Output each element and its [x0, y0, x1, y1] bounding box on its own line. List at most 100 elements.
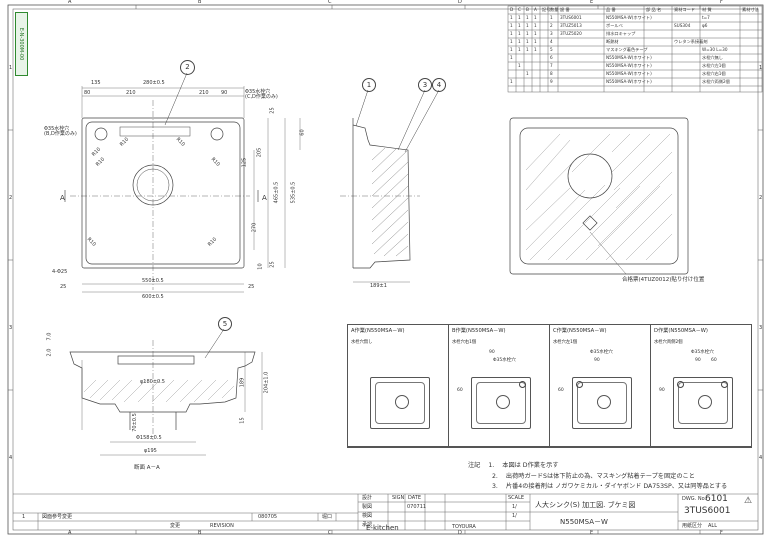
- border-letter: C: [328, 0, 332, 5]
- parts-table-cell: 水栓穴無し: [702, 55, 723, 60]
- dim-label: φ195: [144, 448, 157, 454]
- parts-table-cell: 3TUZ5013: [560, 23, 582, 28]
- dim-label: 70±0.5: [131, 413, 138, 432]
- balloon-3: 3: [418, 78, 432, 92]
- variant-dim: 90: [695, 358, 701, 363]
- border-letter: E: [590, 530, 594, 536]
- dim-label: φ180±0.5: [140, 379, 165, 385]
- variant-subtitle: 水栓穴左1個: [553, 340, 578, 345]
- parts-table-cell: W=30 L=30: [702, 47, 728, 52]
- parts-table-cell: 1: [510, 39, 513, 44]
- variant-dim: 90: [594, 358, 600, 363]
- dim-label: 60: [299, 129, 306, 136]
- title-block-grid: [13, 493, 758, 530]
- parts-table-cell: 1: [518, 63, 521, 68]
- parts-table-cell: 1: [534, 15, 537, 20]
- dim-label: 270: [251, 222, 258, 233]
- dwg-number-b: 3TUS6001: [684, 506, 731, 516]
- parts-table-cell: 2: [550, 23, 553, 28]
- variant-dim: 60: [457, 388, 463, 393]
- balloon-2: 2: [180, 60, 195, 75]
- parts-table-header: 設 番: [560, 7, 570, 12]
- dim-label: 210: [126, 90, 136, 96]
- parts-table-cell: 1: [526, 23, 529, 28]
- border-letter: C: [328, 530, 332, 536]
- parts-table-cell: 3TUZ5020: [560, 31, 582, 36]
- faucet-hole-icon: [677, 381, 684, 388]
- dim-label: 25: [60, 284, 67, 290]
- balloon-5: 5: [218, 317, 232, 331]
- section-arrows: [64, 190, 259, 202]
- revision-sign: 堀口: [322, 514, 333, 520]
- parts-table-grid: [507, 5, 763, 93]
- section-dims: [81, 352, 263, 456]
- variant-dim: Φ35水栓穴: [493, 358, 516, 363]
- border-number: 2: [9, 195, 13, 201]
- variant-subtitle: 水栓穴右1個: [452, 340, 477, 345]
- parts-table-cell: 1: [510, 23, 513, 28]
- dim-label: 135: [91, 80, 101, 86]
- dim-label: Φ158±0.5: [136, 435, 162, 441]
- section-hatch: [83, 379, 235, 403]
- variant-sink: [673, 377, 733, 429]
- variant-title: C作業(N550MSA－W): [553, 328, 607, 334]
- variant-subtitle: 水栓穴両側2個: [654, 340, 683, 345]
- variant-sink: [471, 377, 531, 429]
- plan-view: [70, 100, 250, 290]
- dim-label: 210: [199, 90, 209, 96]
- dim-label: 25: [248, 284, 255, 290]
- side-view: [340, 118, 420, 269]
- parts-table-cell: 水栓穴左1個: [702, 63, 726, 68]
- border-number: 1: [9, 65, 13, 71]
- parts-table-cell: 1: [510, 15, 513, 20]
- parts-table-cell: ウレタン系接着剤: [674, 39, 708, 44]
- parts-table-header: 部 品 名: [646, 7, 662, 12]
- parts-table-header: C: [518, 7, 521, 12]
- parts-table-header: 品 番: [606, 7, 616, 12]
- hole-note-right: Φ35水栓穴 (C,D作業のみ): [245, 89, 278, 100]
- variant-panel-0: A作業(N550MSA－W) 水栓穴無し: [347, 324, 449, 447]
- faucet-hole-icon: [721, 381, 728, 388]
- dim-label: 550±0.5: [142, 278, 164, 284]
- dim-label: 90: [221, 90, 228, 96]
- parts-table-cell: 水栓穴両側2個: [702, 79, 730, 84]
- parts-table-cell: 7: [550, 63, 553, 68]
- side-tag: E-N-300M-00: [15, 12, 28, 76]
- dim-label: 535±0.5: [290, 181, 297, 204]
- parts-table-cell: 8: [550, 71, 553, 76]
- border-letter: D: [458, 0, 462, 5]
- variant-sink: [572, 377, 632, 429]
- drawn-date: 070711: [407, 504, 427, 510]
- variant-subtitle: 水栓穴無し: [351, 340, 373, 345]
- parts-table-cell: 1: [518, 31, 521, 36]
- dim-label: 2.0: [46, 348, 53, 357]
- parts-table-header: 素材寸法: [742, 7, 759, 12]
- border-letter: F: [720, 0, 723, 5]
- parts-table-cell: 1: [534, 47, 537, 52]
- parts-table-cell: φ6: [702, 23, 708, 28]
- border-number: 3: [759, 325, 763, 331]
- parts-table-header: 材 質: [702, 7, 712, 12]
- variant-title: A作業(N550MSA－W): [351, 328, 405, 334]
- parts-table-cell: 1: [526, 15, 529, 20]
- dim-label: 204±1.0: [263, 371, 270, 394]
- variant-title: B作業(N550MSA－W): [452, 328, 506, 334]
- section-view: [69, 340, 256, 440]
- drawing-title: 人大シンク(S) 加工図. ブケミ図: [535, 501, 636, 509]
- parts-table-cell: 3: [550, 31, 553, 36]
- border-letter: A: [68, 0, 72, 5]
- border-letter: B: [198, 530, 202, 536]
- dim-label: 189: [239, 377, 246, 388]
- parts-table-cell: 1: [510, 31, 513, 36]
- parts-table-cell: 1: [526, 71, 529, 76]
- balloon-4: 4: [432, 78, 446, 92]
- parts-table-cell: N550MSA-W(ホワイト): [606, 71, 652, 76]
- faucet-hole-icon: [519, 381, 526, 388]
- border-letter: A: [68, 530, 72, 536]
- plan-dimension-lines: [81, 86, 301, 293]
- scale-value: 1/: [512, 513, 517, 519]
- model-number: N550MSA－W: [560, 518, 608, 526]
- parts-table-header: 資材コード: [674, 7, 695, 12]
- parts-table-cell: 4: [550, 39, 553, 44]
